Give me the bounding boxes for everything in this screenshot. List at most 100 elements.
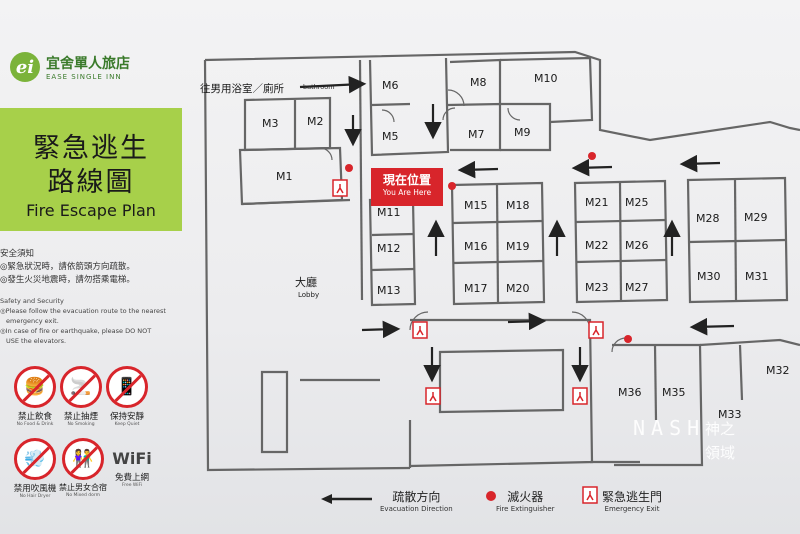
lobby-label-cn: 大廳 — [295, 275, 317, 289]
room-M9: M9 — [514, 126, 531, 139]
arrow-left-icon — [571, 158, 613, 177]
arrow-left-icon — [679, 154, 721, 173]
room-M22: M22 — [585, 239, 609, 252]
sign-no-mixed-dorm-sub: No Mixed dorm — [65, 493, 101, 498]
safety-notes-en: Safety and Security ◎Please follow the e… — [0, 296, 190, 346]
evacuation-arrow-icon — [321, 494, 372, 504]
you-are-here-en: You Are Here — [382, 188, 432, 197]
emergency-exit-icon — [572, 387, 588, 405]
room-M5: M5 — [382, 130, 399, 143]
wifi-sub: Free WiFi — [121, 483, 143, 488]
sign-no-smoking-label: 禁止抽煙 — [63, 412, 98, 422]
sign-no-food-sub: No Food & Drink — [16, 422, 54, 427]
sign-free-wifi: WiFi 免費上網 Free WiFi — [108, 441, 156, 488]
arrow-right-icon — [507, 312, 547, 331]
legend-exit-en: Emergency Exit — [604, 505, 660, 513]
room-M21: M21 — [585, 196, 609, 209]
legend-extinguisher-cn: 滅火器 — [507, 490, 544, 504]
watermark: NASH 神之 領域 — [633, 416, 753, 474]
room-M16: M16 — [464, 240, 488, 253]
you-are-here-marker: 現在位置 You Are Here — [371, 168, 443, 206]
fire-extinguisher-icon — [624, 335, 632, 343]
safety-line2-en: ◎In case of fire or earthquake, please D… — [0, 327, 152, 335]
room-M15: M15 — [464, 199, 488, 212]
emergency-exit-icon — [425, 387, 441, 405]
title-cn-line2: 路線圖 — [47, 167, 135, 198]
emergency-exit-icon — [588, 321, 604, 339]
room-M36: M36 — [618, 386, 642, 399]
sign-no-smoking: 🚬 禁止抽煙 No Smoking — [58, 366, 104, 427]
no-phone-icon: 📱 — [116, 377, 138, 397]
sign-no-food-label: 禁止飲食 — [17, 412, 52, 422]
room-M10: M10 — [534, 72, 558, 85]
room-M23: M23 — [585, 281, 609, 294]
legend-evacuation-en: Evacuation Direction — [380, 505, 453, 513]
floor-plan: M3 M2 M1 M6 M5 M8 M7 M9 M10 M11 M12 M13 … — [200, 50, 800, 472]
safety-notes-cn: 安全須知 ◎緊急狀況時，請依箭頭方向疏散。 ◎發生火災地震時，請勿搭乘電梯。 — [0, 248, 190, 287]
legend-evacuation-text: 疏散方向 Evacuation Direction — [380, 488, 453, 513]
evacuation-arrows — [299, 75, 735, 383]
room-M31: M31 — [745, 270, 769, 283]
arrow-right-icon — [299, 75, 367, 94]
room-M3: M3 — [262, 117, 279, 130]
safety-line1-cn: ◎緊急狀況時，請依箭頭方向疏散。 — [0, 262, 135, 272]
legend-evacuation — [320, 490, 374, 509]
wifi-icon: WiFi — [112, 449, 152, 468]
room-M7: M7 — [468, 128, 485, 141]
brand-name-en: EASE SINGLE INN — [46, 73, 122, 81]
room-M27: M27 — [625, 281, 649, 294]
safety-line2b-en: USE the elevators. — [6, 337, 67, 345]
sign-no-food: 🍔 禁止飲食 No Food & Drink — [12, 366, 58, 427]
room-M17: M17 — [464, 282, 488, 295]
lobby-label-en: Lobby — [298, 291, 319, 299]
room-M12: M12 — [377, 242, 401, 255]
emergency-exit-icon — [332, 179, 348, 197]
no-hair-dryer-icon: 💨 — [24, 449, 46, 469]
safety-line2-cn: ◎發生火災地震時，請勿搭乘電梯。 — [0, 275, 135, 285]
fire-extinguisher-icon — [588, 152, 596, 160]
fire-extinguisher-icon — [448, 182, 456, 190]
room-M11: M11 — [377, 206, 401, 219]
watermark-right2: 領域 — [705, 444, 736, 462]
room-M19: M19 — [506, 240, 530, 253]
room-M35: M35 — [662, 386, 686, 399]
wifi-label: 免費上網 — [114, 473, 149, 483]
arrow-left-icon — [689, 317, 735, 336]
legend-extinguisher-text: 滅火器 Fire Extinguisher — [496, 488, 555, 513]
room-M30: M30 — [697, 270, 721, 283]
room-M1: M1 — [276, 170, 293, 183]
sign-keep-quiet-label: 保持安靜 — [109, 412, 144, 422]
fire-extinguisher-icon — [345, 164, 353, 172]
room-M32: M32 — [766, 364, 790, 377]
no-mixed-dorm-icon: 👫 — [72, 449, 94, 469]
arrow-left-icon — [457, 160, 499, 179]
room-M18: M18 — [506, 199, 530, 212]
bathroom-label-cn: 往男用浴室／廁所 — [200, 82, 284, 95]
room-M20: M20 — [506, 282, 530, 295]
legend-exit-text: 緊急逃生門 Emergency Exit — [602, 488, 662, 513]
sign-keep-quiet: 📱 保持安靜 Keep Quiet — [104, 366, 150, 427]
sign-no-mixed-dorm-label: 禁止男女合宿 — [59, 483, 107, 492]
legend-exit-cn: 緊急逃生門 — [602, 490, 663, 504]
title-panel: 緊急逃生 路線圖 Fire Escape Plan — [0, 108, 182, 231]
you-are-here-cn: 現在位置 — [382, 173, 431, 187]
room-M6: M6 — [382, 79, 399, 92]
sign-no-mixed-dorm: 👫 禁止男女合宿 No Mixed dorm — [58, 438, 108, 498]
safety-heading-cn: 安全須知 — [0, 249, 35, 259]
room-M26: M26 — [625, 239, 649, 252]
emergency-exits — [332, 179, 604, 405]
room-M13: M13 — [377, 284, 401, 297]
room-M8: M8 — [470, 76, 487, 89]
brand-mark-icon: ei — [10, 52, 40, 82]
legend-evacuation-cn: 疏散方向 — [392, 490, 441, 504]
sign-no-hair-dryer-sub: No Hair Dryer — [19, 494, 51, 499]
legend-extinguisher-dot — [486, 488, 500, 501]
sign-no-hair-dryer-label: 禁用吹風機 — [13, 484, 57, 494]
watermark-left: NASH — [633, 416, 706, 440]
safety-line1b-en: emergency exit. — [6, 317, 59, 325]
room-M2: M2 — [307, 115, 324, 128]
title-cn-line1: 緊急逃生 — [33, 133, 149, 164]
watermark-right1: 神之 — [705, 420, 736, 438]
brand-logo: ei 宜舍單人旅店 EASE SINGLE INN — [10, 52, 130, 82]
